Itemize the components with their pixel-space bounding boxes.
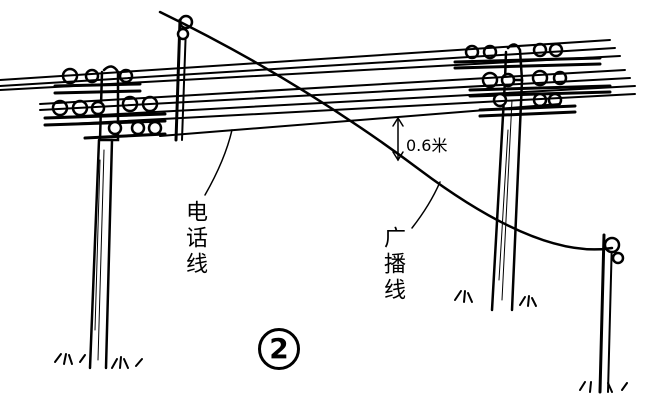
power-lines <box>0 39 636 126</box>
figure-number-badge: 2 <box>258 328 300 370</box>
broadcast-pole-right <box>598 233 625 394</box>
telephone-line-label: 电话线 <box>182 200 207 278</box>
ground-grass <box>54 290 628 393</box>
clearance-label: 0.6米 <box>406 136 448 155</box>
broadcast-line-label: 广播线 <box>380 226 405 304</box>
broadcast-line <box>158 10 614 251</box>
left-pole <box>88 65 120 370</box>
telephone-pole-left <box>174 14 194 142</box>
telephone-line <box>159 103 561 196</box>
clearance-dimension <box>392 116 404 162</box>
